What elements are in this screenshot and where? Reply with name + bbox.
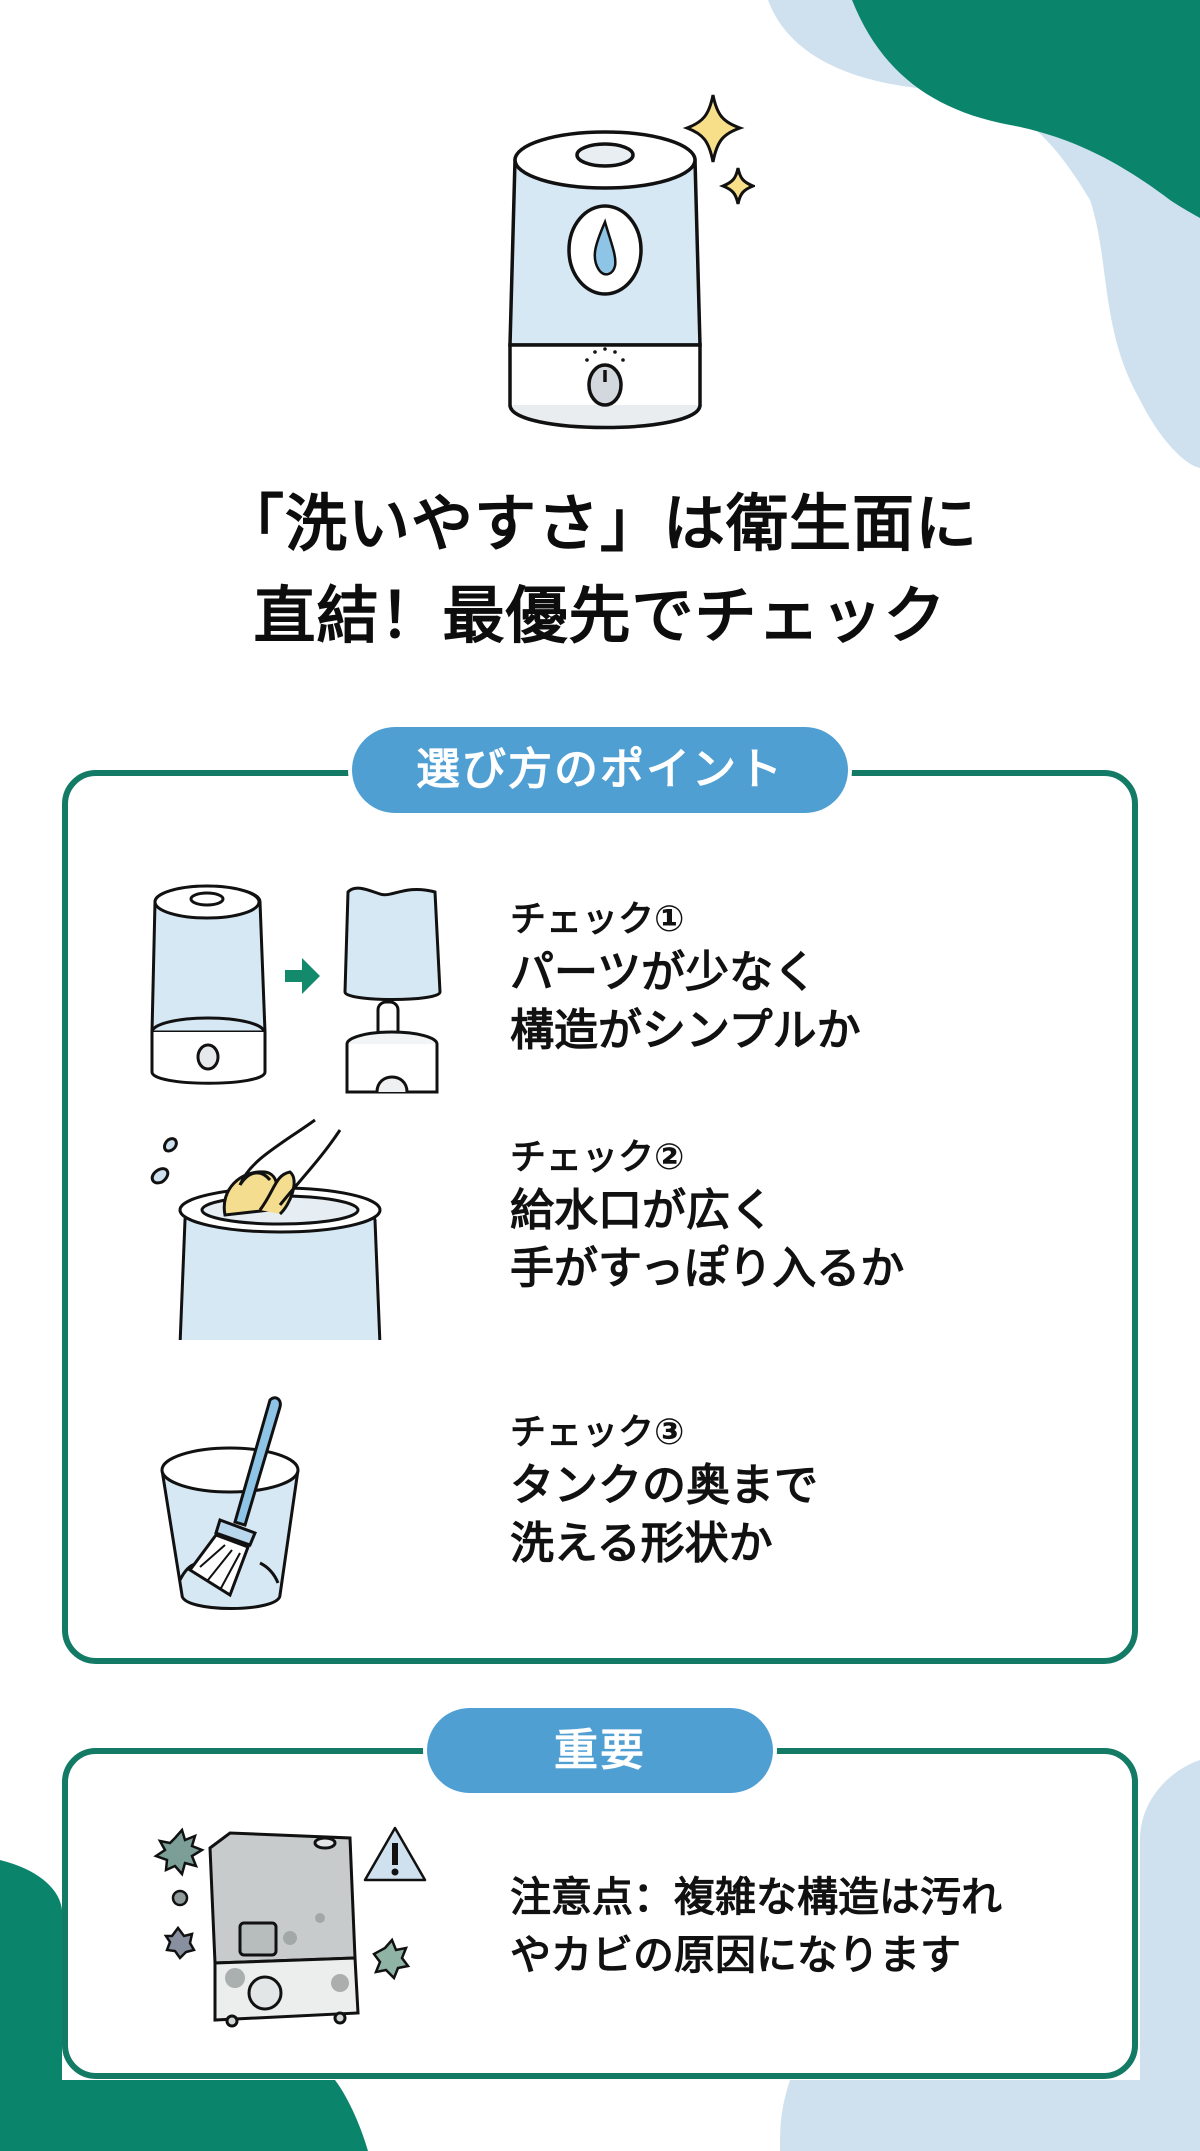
moldy-humidifier-warning-icon bbox=[153, 1826, 427, 2028]
check-label-1: チェック① bbox=[510, 899, 685, 940]
check-text-2-line-2: 手がすっぽり入るか bbox=[510, 1243, 905, 1294]
decor-top-right-shapes bbox=[768, 0, 1200, 468]
important-note-text: 注意点：複雑な構造は汚れ やカビの原因になります bbox=[510, 1868, 1002, 1984]
selection-points-header: 選び方のポイント bbox=[352, 727, 848, 813]
sparkle-icon bbox=[682, 94, 755, 205]
decor-bottom-right-shape bbox=[780, 1760, 1200, 2151]
title-line-2: 直結！最優先でチェック bbox=[253, 579, 947, 652]
check-text-2-line-1: 給水口が広く bbox=[510, 1185, 774, 1236]
page-title: 「洗いやすさ」は衛生面に 直結！最優先でチェック bbox=[0, 478, 1200, 662]
humidifier-disassembly-icon bbox=[150, 884, 442, 1094]
important-note-line-1: 注意点：複雑な構造は汚れ bbox=[510, 1873, 1002, 1921]
check-item-1: チェック① パーツが少なく 構造がシンプルか bbox=[140, 872, 1080, 1102]
check-text-1-line-2: 構造がシンプルか bbox=[510, 1005, 861, 1056]
check-text-3-line-1: タンクの奥まで bbox=[510, 1460, 818, 1511]
hand-washing-tank-icon bbox=[150, 1118, 382, 1340]
decor-bottom-left-shape bbox=[0, 1860, 368, 2151]
check-text-1-line-1: パーツが少なく bbox=[510, 947, 818, 998]
check-label-3: チェック③ bbox=[510, 1412, 685, 1453]
mold-germ-icon bbox=[153, 1827, 205, 1877]
humidifier-sparkling-clean-icon bbox=[508, 94, 755, 430]
important-notice-panel bbox=[62, 1748, 1138, 2079]
check-item-3: チェック③ タンクの奥まで 洗える形状か bbox=[140, 1385, 1080, 1615]
important-note-line-2: やカビの原因になります bbox=[510, 1931, 961, 1979]
check-item-2: チェック② 給水口が広く 手がすっぽり入るか bbox=[140, 1110, 1080, 1340]
arrow-right-icon bbox=[285, 958, 320, 994]
check-text-3-line-2: 洗える形状か bbox=[510, 1518, 773, 1569]
important-content: 注意点：複雑な構造は汚れ やカビの原因になります bbox=[140, 1808, 1100, 2038]
brush-cleaning-tank-icon bbox=[160, 1396, 300, 1610]
important-header: 重要 bbox=[427, 1708, 773, 1793]
title-line-1: 「洗いやすさ」は衛生面に bbox=[221, 487, 978, 560]
check-label-2: チェック② bbox=[510, 1137, 685, 1178]
